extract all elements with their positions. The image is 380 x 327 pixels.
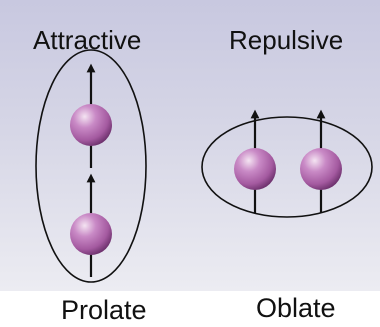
right-particle	[300, 148, 342, 190]
repulsive-label: Repulsive	[229, 27, 343, 53]
oblate-ellipse	[202, 117, 372, 217]
upper-particle	[70, 104, 112, 146]
left-particle	[234, 148, 276, 190]
prolate-label: Prolate	[61, 297, 147, 324]
lower-particle	[70, 213, 112, 255]
attractive-label: Attractive	[33, 27, 141, 53]
oblate-label: Oblate	[256, 295, 336, 322]
